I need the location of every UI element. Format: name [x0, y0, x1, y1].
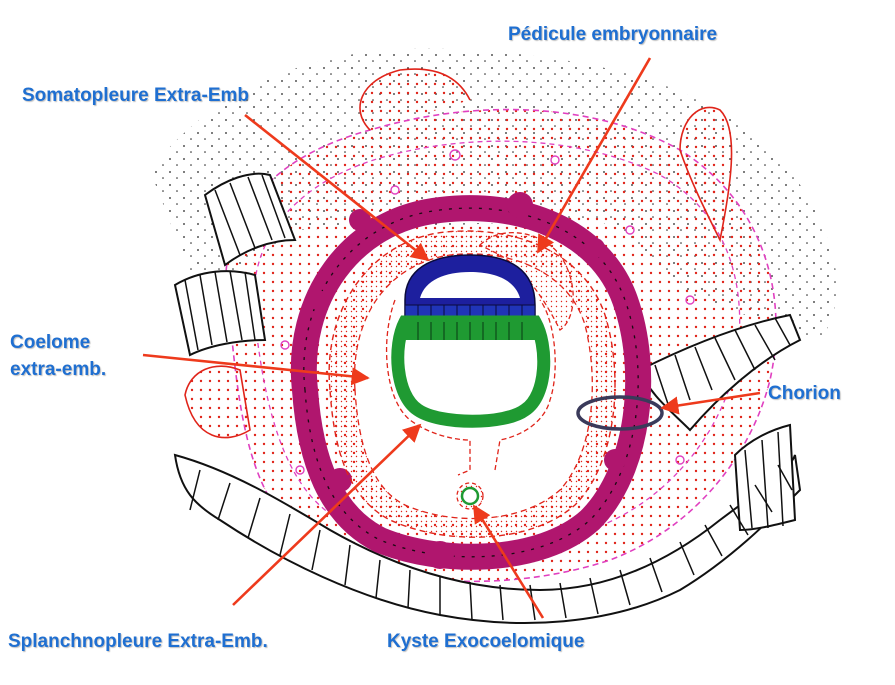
yolk-sac-label: L.II	[461, 366, 480, 381]
arrow-somatopleure	[244, 113, 430, 262]
secondary-yolk-sac: L.II	[391, 315, 551, 428]
label-chorion: Chorion	[768, 383, 841, 404]
label-pedicule: Pédicule embryonnaire	[508, 24, 718, 45]
amniotic-cavity-label: C.A.	[457, 280, 483, 295]
cytotrophoblast-ring	[290, 192, 652, 570]
label-kyste: Kyste Exocoelomique	[387, 631, 585, 652]
arrow-coelome	[142, 353, 370, 386]
arrow-splanchnopleure	[232, 423, 422, 606]
arrow-pedicule	[536, 57, 652, 254]
exocoelomic-cyst	[456, 482, 484, 510]
label-coelome-line2: extra-emb.	[10, 359, 107, 380]
annotation-arrows	[142, 57, 761, 619]
arrow-kyste	[472, 504, 545, 619]
arrow-chorion	[660, 391, 761, 415]
label-somatopleure: Somatopleure Extra-Emb	[22, 85, 249, 106]
amniotic-cavity: C.A.	[404, 254, 536, 323]
label-splanchnopleure: Splanchnopleure Extra-Emb.	[8, 631, 268, 652]
label-coelome-line1: Coelome	[10, 332, 91, 353]
uterine-epithelium	[173, 172, 802, 624]
